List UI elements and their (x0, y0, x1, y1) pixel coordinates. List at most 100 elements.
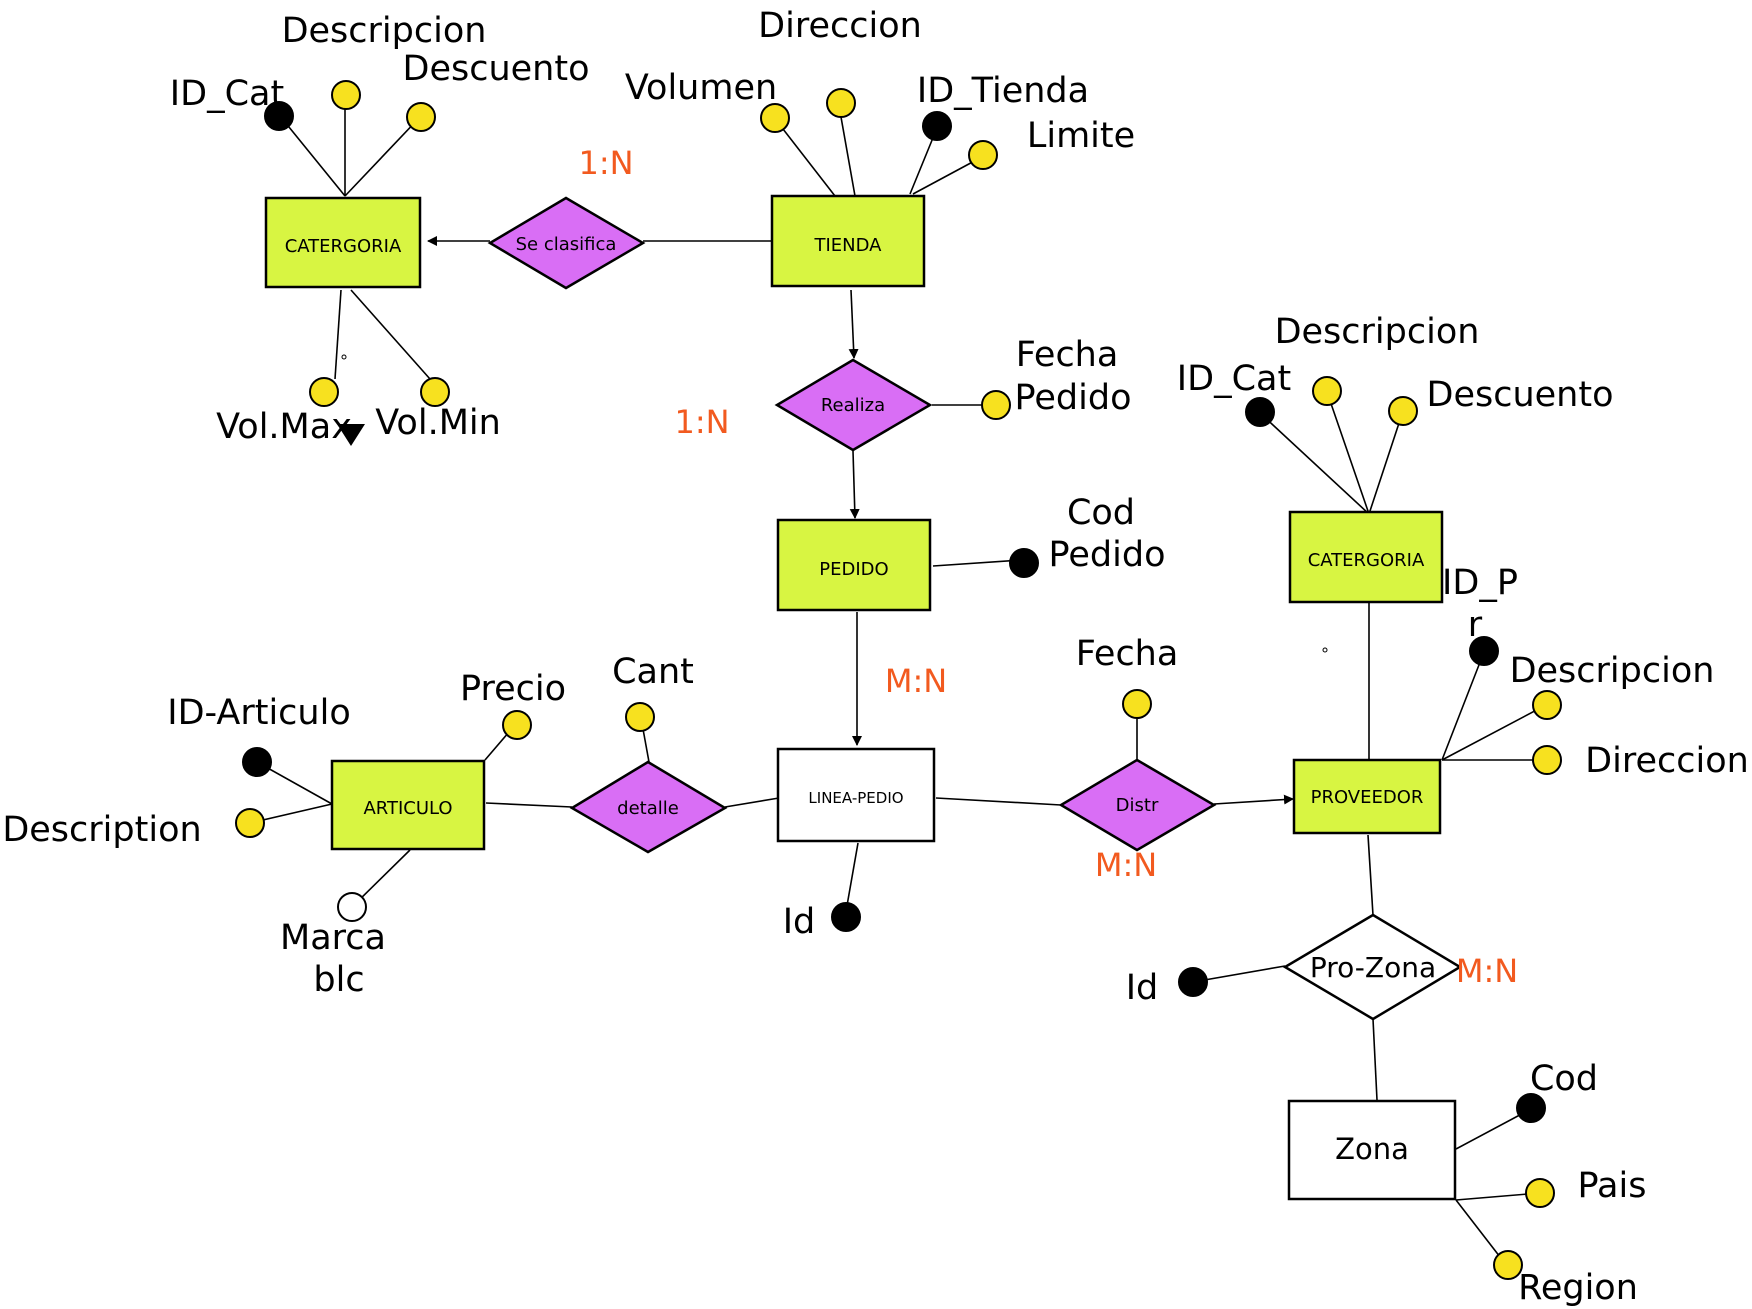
entity-categoria-right[interactable]: CATERGORIA (1288, 510, 1444, 604)
attr-label-fecha: Fecha (1016, 335, 1119, 375)
attribute-marker (235, 808, 265, 838)
entity-zona[interactable]: Zona (1287, 1099, 1457, 1201)
key-attribute-marker (1009, 548, 1039, 578)
line-tienda-realiza (848, 289, 859, 359)
attr-label-id-cat: ID_Cat (1177, 359, 1291, 399)
line-cat2-idcat (1259, 412, 1370, 515)
attr-label-id: Id (1126, 968, 1159, 1008)
entity-label: PROVEEDOR (1311, 787, 1424, 808)
attribute-marker (826, 88, 856, 118)
cardinality-realiza: 1:N (674, 403, 729, 441)
attr-label-cod: Cod (1067, 493, 1135, 533)
relationship-pro-zona[interactable]: Pro-Zona (1282, 913, 1463, 1021)
attr-label-descripcion: Descripcion (282, 11, 487, 51)
key-attribute-marker (831, 902, 861, 932)
line-realiza-pedido (849, 450, 860, 519)
line-lineapedio-distr (935, 797, 1062, 806)
key-attribute-marker (242, 747, 272, 777)
attr-label-id-tienda: ID_Tienda (917, 71, 1089, 111)
line-prozona-zona (1372, 1018, 1378, 1101)
entity-label: ARTICULO (363, 798, 452, 819)
cardinality-pedido-linea: M:N (885, 662, 947, 700)
cardinality-se-clasifica: 1:N (578, 144, 633, 182)
line-prov-prozona (1367, 834, 1374, 916)
attr-label-r: r (1468, 605, 1483, 645)
attr-label-description: Description (2, 810, 201, 850)
attribute-marker (1532, 745, 1562, 775)
entity-articulo[interactable]: ARTICULO (330, 759, 486, 851)
relationship-distr[interactable]: Distr (1058, 758, 1217, 852)
attr-label-id-p: ID_P (1442, 563, 1518, 603)
attr-label-pais: Pais (1578, 1166, 1647, 1206)
relationship-se-clasifica[interactable]: Se clasifica (487, 196, 646, 290)
cardinality-pro-zona: M:N (1456, 952, 1518, 990)
key-attribute-marker (1469, 636, 1499, 666)
entity-linea-pedio[interactable]: LINEA-PEDIO (776, 747, 936, 843)
line-detalle-lineapedio (724, 797, 780, 808)
attr-label-vol-min: Vol.Min (375, 403, 501, 443)
attr-label-precio: Precio (460, 669, 566, 709)
entity-label: CATERGORIA (1308, 550, 1425, 571)
line-prozona-id (1192, 965, 1286, 983)
attr-label-id: Id (783, 902, 816, 942)
stray-arrow-icon (337, 424, 365, 446)
line-prov-idpr (1441, 651, 1485, 761)
line-prov-descripcion (1441, 704, 1547, 761)
attribute-markers (235, 80, 1562, 1280)
attribute-marker (1312, 376, 1342, 406)
entity-label: CATERGORIA (285, 236, 402, 257)
attr-label-cant: Cant (612, 652, 694, 692)
entity-label: LINEA-PEDIO (808, 789, 903, 807)
attr-label-fecha: Fecha (1076, 634, 1179, 674)
relationship-label: Pro-Zona (1310, 951, 1436, 984)
entity-label: TIENDA (814, 235, 883, 256)
attr-label-descripcion: Descripcion (1275, 312, 1480, 352)
relationship-realiza[interactable]: Realiza (774, 358, 933, 452)
entity-proveedor[interactable]: PROVEEDOR (1292, 758, 1442, 835)
attribute-labels: Descripcion Descuento ID_Cat Vol.Max Vol… (2, 6, 1748, 1308)
relationship-detalle[interactable]: detalle (569, 760, 728, 854)
attribute-marker (1532, 690, 1562, 720)
key-attribute-marker (1516, 1093, 1546, 1123)
key-attribute-marker (264, 101, 294, 131)
cardinality-labels: 1:N 1:N M:N M:N M:N (578, 144, 1518, 990)
line-cat-descuento (344, 116, 421, 197)
line-tienda-limite (912, 157, 981, 195)
attribute-marker (309, 377, 339, 407)
attr-label-id-cat: ID_Cat (170, 74, 284, 114)
line-cat-volmin (350, 289, 431, 380)
key-attribute-marker (1178, 967, 1208, 997)
attr-label-pedido: Pedido (1015, 378, 1132, 418)
cardinality-distr: M:N (1095, 846, 1157, 884)
key-attribute-marker (922, 111, 952, 141)
entity-pedido[interactable]: PEDIDO (776, 518, 932, 612)
attr-label-direccion: Direccion (1585, 741, 1749, 781)
line-pedido-codpedido (932, 559, 1022, 567)
entity-label: PEDIDO (819, 559, 888, 580)
relationship-label: Realiza (821, 395, 885, 416)
attr-label-pedido: Pedido (1049, 535, 1166, 575)
stray-dot (341, 354, 347, 360)
entity-categoria-top[interactable]: CATERGORIA (264, 196, 422, 289)
line-tienda-volumen (775, 119, 836, 197)
relationship-label: detalle (617, 798, 679, 819)
attr-label-cod: Cod (1530, 1059, 1598, 1099)
line-distr-proveedor (1213, 794, 1294, 805)
attribute-marker (625, 702, 655, 732)
attribute-marker (981, 390, 1011, 420)
line-cat2-descuento (1368, 410, 1404, 515)
connector-lines (249, 96, 1547, 1267)
entity-label: Zona (1335, 1132, 1409, 1166)
line-art-detalle (485, 802, 573, 808)
line-cat2-descripcion (1326, 391, 1370, 515)
attribute-marker (406, 102, 436, 132)
attr-label-vol-max: Vol.Max (216, 407, 352, 447)
entity-tienda[interactable]: TIENDA (770, 194, 926, 288)
optional-attribute-marker (337, 892, 367, 922)
attr-label-id-articulo: ID-Articulo (167, 693, 350, 733)
relationship-label: Se clasifica (516, 234, 617, 255)
attr-label-descuento: Descuento (403, 49, 590, 89)
attribute-marker (1122, 689, 1152, 719)
line-cat-volmax (334, 289, 342, 380)
